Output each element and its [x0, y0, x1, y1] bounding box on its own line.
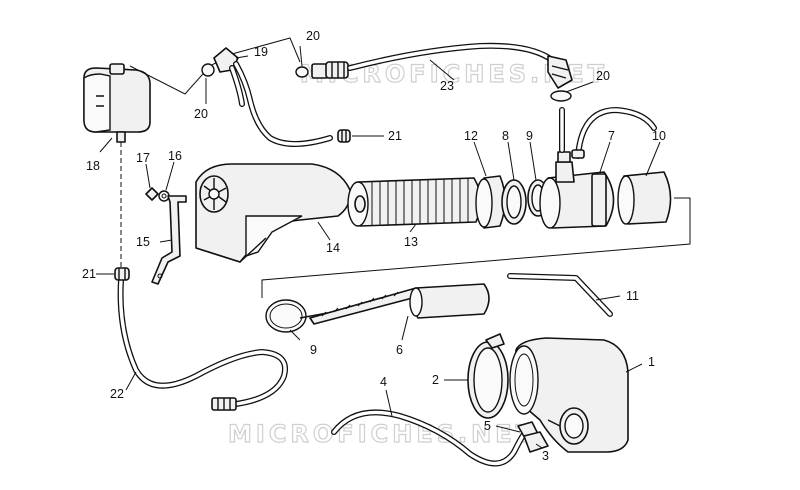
- part-18-reservoir: [83, 63, 151, 143]
- part-6-prefilter: [299, 283, 490, 325]
- label-23: 23: [440, 79, 454, 93]
- part-3-elbow: [523, 431, 549, 453]
- part-1-inlet-duct: [509, 337, 629, 453]
- part-13-filter: [347, 177, 482, 227]
- label-7: 7: [608, 129, 615, 143]
- label-5: 5: [484, 419, 491, 433]
- part-10-sleeve: [617, 171, 672, 225]
- part-21-clip-lower: [114, 267, 130, 281]
- part-2-clamp: [467, 333, 509, 419]
- part-4-hose: [331, 409, 527, 467]
- label-11: 11: [626, 289, 639, 303]
- watermark-bottom: MICROFICHES.NET: [228, 420, 536, 448]
- label-12: 12: [464, 129, 478, 143]
- part-22-hose: [117, 277, 288, 411]
- part-12-ring: [475, 175, 506, 229]
- label-9-lower: 9: [310, 343, 317, 357]
- part-23-hose: [311, 42, 573, 89]
- label-22: 22: [110, 387, 124, 401]
- part-21-clip-upper: [337, 129, 351, 143]
- label-10: 10: [652, 129, 666, 143]
- label-21-upper: 21: [388, 129, 402, 143]
- label-4: 4: [380, 375, 387, 389]
- part-7-housing: [539, 107, 657, 229]
- label-2: 2: [432, 373, 439, 387]
- part-20-clamp-top: [295, 66, 309, 78]
- part-9-oring-lower: [265, 299, 307, 333]
- label-16: 16: [168, 149, 182, 163]
- part-17-nut: [145, 187, 159, 201]
- leader-lines: [96, 45, 661, 449]
- label-8: 8: [502, 129, 509, 143]
- label-15: 15: [136, 235, 150, 249]
- label-1: 1: [648, 355, 655, 369]
- part-19-fitting: [201, 47, 333, 147]
- reference-labels: 20 19 20 20 23 21 12 8 9 7 10 18 17 16 1…: [82, 29, 666, 463]
- label-18: 18: [86, 159, 100, 173]
- label-21-lower: 21: [82, 267, 96, 281]
- dashed-guide-19-20: [129, 37, 301, 95]
- label-14: 14: [326, 241, 340, 255]
- label-13: 13: [404, 235, 418, 249]
- part-8-ring: [501, 179, 527, 225]
- part-20-washer-right: [550, 90, 572, 102]
- label-6: 6: [396, 343, 403, 357]
- label-20-left: 20: [194, 107, 208, 121]
- label-19: 19: [254, 45, 268, 59]
- label-17: 17: [136, 151, 150, 165]
- guide-line-right: [261, 197, 691, 298]
- label-3: 3: [542, 449, 549, 463]
- part-11-pipe: [507, 273, 613, 317]
- label-20-right: 20: [596, 69, 610, 83]
- label-20-top: 20: [306, 29, 320, 43]
- part-14-airbox: [195, 163, 352, 263]
- label-9-upper: 9: [526, 129, 533, 143]
- part-15-bracket: [151, 195, 187, 285]
